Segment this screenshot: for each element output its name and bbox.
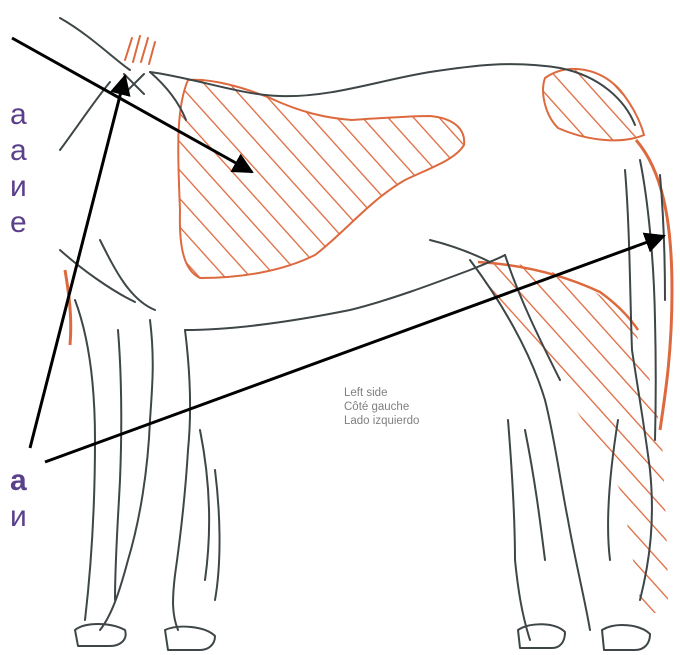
caption-french: Côté gauche [344,400,419,414]
hoof-far-front [75,624,126,646]
caption-spanish: Lado izquierdo [344,414,419,428]
side-caption: Left side Côté gauche Lado izquierdo [344,386,419,428]
hoof-near-front [165,627,215,650]
mane-mark [125,36,155,64]
neck-underline [60,82,110,150]
far-front-leg-back [115,330,121,600]
near-front-leg-back [173,330,190,630]
hoof-near-hind [602,625,650,650]
knee-line [200,430,209,580]
forearm-line [100,240,155,310]
caption-english: Left side [344,386,419,400]
near-front-leg-front [100,320,153,630]
flank-line [430,240,490,262]
far-hind-leg [508,420,530,640]
hoof-far-hind [518,624,565,648]
far-front-leg-front [75,300,95,620]
neck-topline [60,18,130,70]
shoulder-hatched-zone [178,80,464,278]
far-hind-leg-back [525,430,545,560]
chest-line [60,250,135,302]
hatched-zones [65,69,672,613]
cross-mark [124,74,144,94]
cannon-line [215,470,220,600]
